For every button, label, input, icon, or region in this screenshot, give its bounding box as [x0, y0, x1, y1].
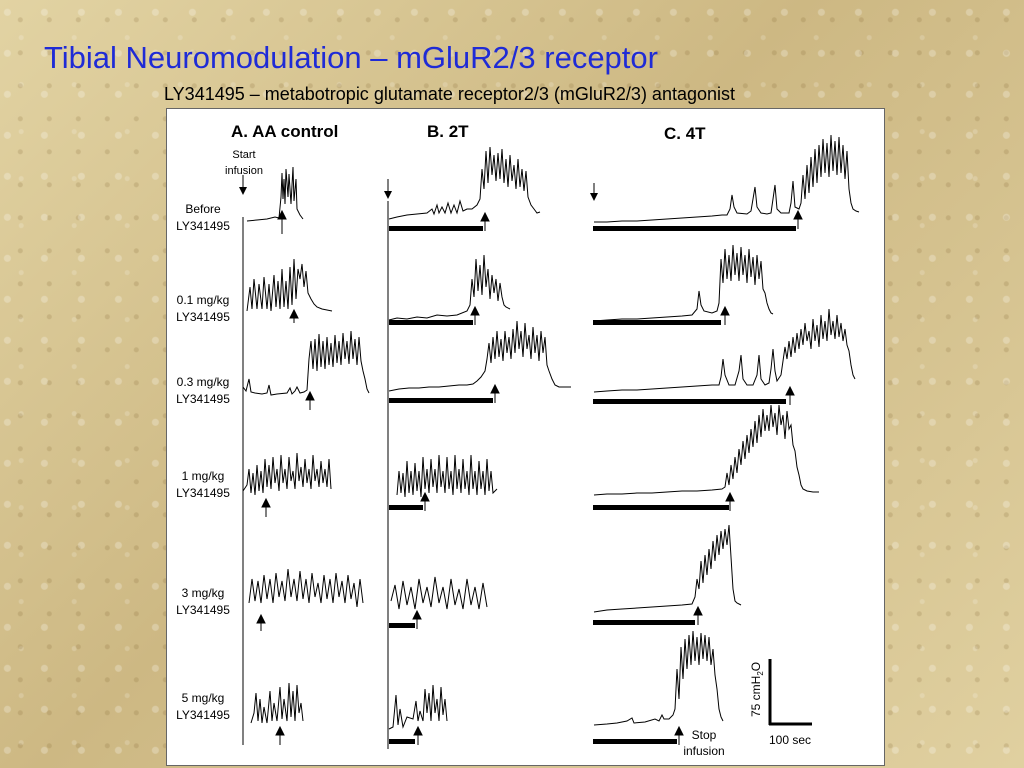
stim-arrow-a6: [275, 725, 285, 745]
stim-arrow-c1: [793, 209, 803, 229]
stim-arrow-a4: [261, 497, 271, 517]
column-header-c: C. 4T: [664, 124, 706, 143]
row-label-before-1: Before: [185, 202, 221, 216]
row-label-01-1: 0.1 mg/kg: [177, 293, 230, 307]
trace-c-01: [593, 244, 774, 322]
trace-a-5: [250, 682, 304, 724]
start-infusion-line2: infusion: [225, 165, 263, 177]
stim-arrow-a5: [256, 613, 266, 631]
column-header-a: A. AA control: [231, 122, 338, 141]
trace-a-3: [248, 568, 364, 608]
stim-arrow-b6: [413, 725, 423, 745]
trace-a-01: [246, 258, 333, 312]
stim-arrow-b3: [490, 383, 500, 403]
trace-b-5: [388, 684, 448, 730]
figure-svg: A. AA control B. 2T C. 4T Start infusion…: [176, 122, 860, 758]
slide-subtitle: LY341495 – metabotropic glutamate recept…: [164, 84, 735, 104]
infusion-bars: [389, 226, 796, 744]
stim-arrow-c2: [720, 305, 730, 325]
row-label-1-1: 1 mg/kg: [182, 469, 225, 483]
start-arrow-a: [239, 175, 247, 195]
figure-panel: A. AA control B. 2T C. 4T Start infusion…: [166, 108, 885, 766]
row-label-before-2: LY341495: [176, 219, 230, 233]
row-label-1-2: LY341495: [176, 486, 230, 500]
trace-a-03: [242, 330, 370, 396]
trace-c-5: [593, 630, 724, 726]
trace-b-3: [390, 576, 488, 610]
row-label-01-2: LY341495: [176, 310, 230, 324]
trace-c-1: [593, 404, 819, 496]
trace-b-1: [396, 454, 498, 498]
row-label-5-1: 5 mg/kg: [182, 691, 225, 705]
start-arrow-b: [384, 179, 392, 199]
stimulus-arrows: [256, 209, 803, 745]
stim-arrow-a2: [289, 308, 299, 323]
scale-horizontal-label: 100 sec: [769, 733, 811, 747]
column-header-b: B. 2T: [427, 122, 469, 141]
stim-arrow-b1: [480, 211, 490, 231]
trace-a-1: [242, 452, 332, 496]
trace-a-before: [246, 166, 304, 222]
trace-c-before: [594, 134, 860, 223]
stim-arrow-c4: [725, 491, 735, 511]
trace-b-03: [388, 320, 571, 392]
row-label-5-2: LY341495: [176, 708, 230, 722]
stim-arrow-a1: [277, 209, 287, 234]
row-label-03-1: 0.3 mg/kg: [177, 375, 230, 389]
start-infusion-line1: Start: [232, 149, 255, 161]
trace-c-03: [593, 308, 856, 393]
stim-arrow-b2: [470, 305, 480, 325]
slide-title: Tibial Neuromodulation – mGluR2/3 recept…: [44, 40, 658, 75]
row-label-03-2: LY341495: [176, 392, 230, 406]
trace-b-01: [388, 254, 511, 321]
stim-arrow-c6: [674, 725, 684, 745]
scale-bar: 75 cmH2O 100 sec: [749, 659, 812, 747]
stim-arrow-b5: [412, 609, 422, 629]
trace-b-before: [388, 146, 541, 220]
stop-infusion-line2: infusion: [683, 744, 724, 758]
row-label-3-1: 3 mg/kg: [182, 586, 225, 600]
stop-infusion-line1: Stop: [692, 728, 717, 742]
stim-arrow-c5: [693, 605, 703, 625]
pressure-traces: [242, 134, 860, 730]
trace-c-3: [593, 524, 742, 613]
start-arrow-c: [590, 183, 598, 201]
stim-arrow-b4: [420, 491, 430, 511]
scale-vertical-label: 75 cmH2O: [749, 662, 765, 717]
stim-arrow-c3: [785, 385, 795, 405]
stim-arrow-a3: [305, 390, 315, 410]
row-label-3-2: LY341495: [176, 603, 230, 617]
